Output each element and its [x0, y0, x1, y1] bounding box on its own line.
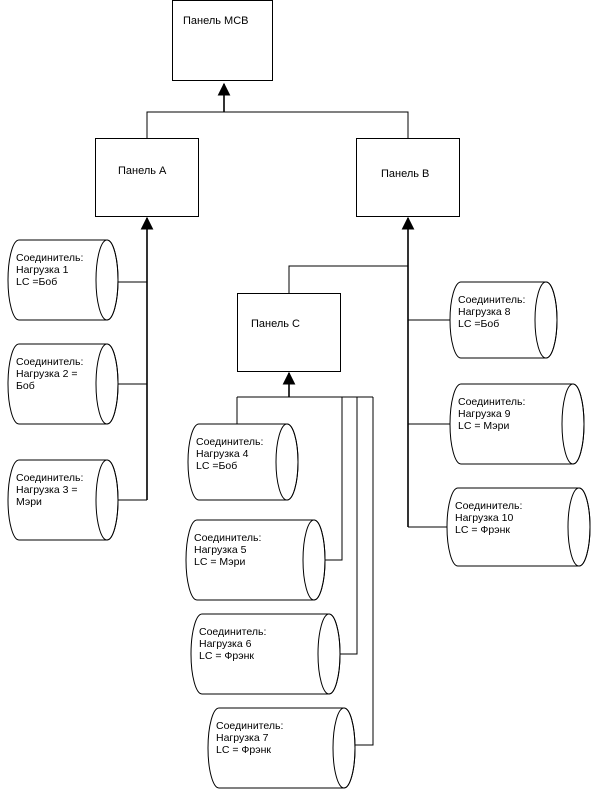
load-7-line3: LC = Фрэнк — [216, 744, 271, 756]
panel-c: Панель C — [237, 293, 341, 372]
load-8-line2: Нагрузка 8 — [458, 306, 511, 318]
load-3-label: Соединитель:Нагрузка 3 =Мэри — [16, 472, 83, 508]
load-2-line2: Нагрузка 2 = — [16, 368, 78, 380]
panel-mcb-label: Панель MCB — [183, 15, 249, 27]
panel-c-label: Панель C — [251, 318, 301, 330]
load-4-line2: Нагрузка 4 — [196, 448, 249, 460]
load-1-line2: Нагрузка 1 — [16, 264, 69, 276]
load-8-line1: Соединитель: — [458, 294, 526, 306]
load-7-line2: Нагрузка 7 — [216, 732, 269, 744]
load-9-line1: Соединитель: — [458, 396, 526, 408]
load-3-line2: Нагрузка 3 = — [16, 484, 78, 496]
load-6-line2: Нагрузка 6 — [199, 638, 252, 650]
load-10-line1: Соединитель: — [455, 500, 523, 512]
wire-load-7 — [355, 397, 374, 746]
load-4-line3: LC =Боб — [196, 460, 238, 472]
wire-load-5 — [325, 397, 343, 561]
load-9-cylinder-end — [561, 383, 585, 465]
load-1-line1: Соединитель: — [16, 252, 84, 264]
panel-mcb: Панель MCB — [172, 0, 273, 81]
panel-b-label: Панель B — [381, 168, 430, 180]
load-2-line3: Боб — [16, 380, 35, 392]
load-2-label: Соединитель:Нагрузка 2 =Боб — [16, 356, 83, 392]
wire-load-6 — [340, 397, 358, 655]
panel-a-label: Панель A — [118, 165, 167, 177]
load-2-cylinder-end — [95, 343, 119, 425]
load-6-line1: Соединитель: — [199, 626, 267, 638]
panel-a: Панель A — [95, 138, 199, 217]
load-4-cylinder-end — [275, 423, 299, 501]
load-3-line1: Соединитель: — [16, 472, 84, 484]
panel-b: Панель B — [356, 138, 460, 217]
load-10-cylinder-end — [567, 487, 591, 567]
load-2-line1: Соединитель: — [16, 356, 84, 368]
load-1-cylinder-end — [95, 239, 119, 321]
load-3-cylinder-end — [95, 459, 119, 541]
load-9-line2: Нагрузка 9 — [458, 408, 511, 420]
load-5-line1: Соединитель: — [194, 532, 262, 544]
load-8-line3: LC =Боб — [458, 318, 500, 330]
load-5-line2: Нагрузка 5 — [194, 544, 247, 556]
load-10-line3: LC = Фрэнк — [455, 524, 510, 536]
load-6-line3: LC = Фрэнк — [199, 650, 254, 662]
load-10-line2: Нагрузка 10 — [455, 512, 514, 524]
load-8-cylinder-end — [534, 281, 558, 359]
load-4-line1: Соединитель: — [196, 436, 264, 448]
load-3-line3: Мэри — [16, 496, 42, 508]
load-9-line3: LC = Мэри — [458, 420, 510, 432]
load-5-cylinder-end — [302, 519, 326, 601]
feed-b-to-mcb — [224, 111, 409, 138]
wire-panel-c-to-b — [288, 265, 408, 293]
load-6-cylinder-end — [317, 613, 341, 695]
load-7-line1: Соединитель: — [216, 720, 284, 732]
load-5-line3: LC = Мэри — [194, 556, 246, 568]
load-7-cylinder-end — [332, 707, 356, 789]
load-1-line3: LC =Боб — [16, 276, 58, 288]
feed-a-to-mcb — [146, 111, 224, 138]
